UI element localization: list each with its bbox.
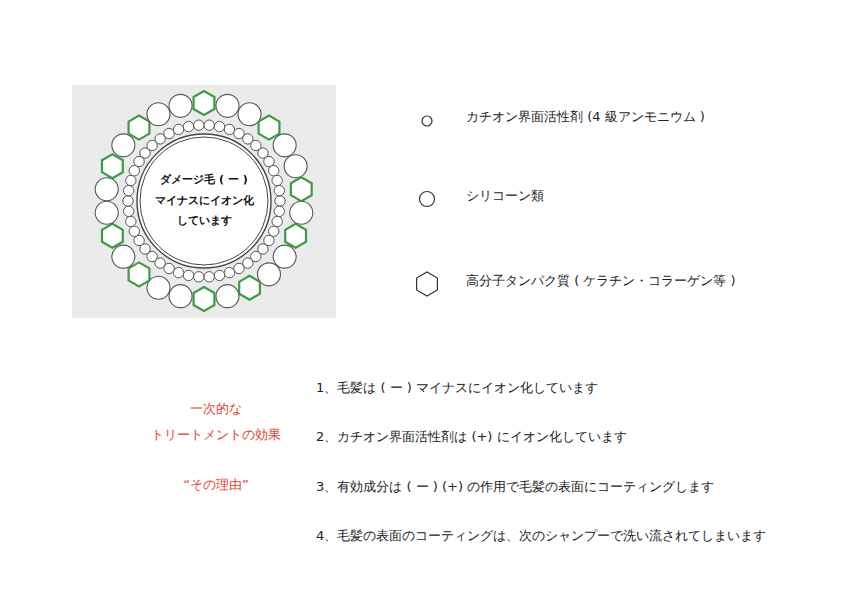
section-heading: 一次的な トリートメントの効果 [131, 396, 301, 448]
coating-ring [95, 91, 313, 311]
cation-dot [214, 121, 224, 131]
cation-dot [194, 272, 204, 282]
protein-hexagon [102, 224, 123, 248]
cation-dot [183, 121, 193, 131]
silicone-circle [147, 103, 170, 126]
cation-dot [123, 196, 133, 206]
cation-dot [214, 270, 224, 280]
reason-item: 1、毛髪は ( ー ) マイナスにイオン化しています [316, 380, 598, 396]
protein-hexagon [194, 91, 215, 115]
cation-dot [224, 267, 234, 277]
silicone-circle [95, 178, 118, 201]
protein-hexagon [194, 287, 215, 311]
node-text: ダメージ毛 ( ー ) マイナスにイオン化 しています [152, 170, 256, 233]
legend-sample-small-circle [422, 116, 432, 126]
cation-dot [204, 272, 214, 282]
silicone-circle [95, 201, 118, 224]
cation-dot [204, 120, 214, 130]
cation-dot [275, 196, 285, 206]
cation-dot [173, 124, 183, 134]
protein-hexagon [259, 116, 280, 140]
hair-circle: ダメージ毛 ( ー ) マイナスにイオン化 しています [136, 133, 272, 269]
cation-dot [124, 185, 134, 195]
cation-dot [269, 166, 279, 176]
cation-dot [129, 226, 139, 236]
cation-dot [224, 124, 234, 134]
reason-item: 2、カチオン界面活性剤は (+) にイオン化しています [316, 429, 627, 445]
silicone-circle [169, 94, 192, 117]
silicone-circle [169, 285, 192, 308]
silicone-circle [216, 94, 239, 117]
legend-sample-circle [420, 192, 435, 207]
cation-dot [272, 175, 282, 185]
silicone-circle [112, 245, 135, 268]
legend-text: シリコーン類 [466, 188, 544, 204]
cation-dot [234, 263, 244, 273]
cation-dot [173, 267, 183, 277]
legend-sample-hexagon [417, 272, 438, 296]
protein-hexagon [285, 224, 306, 248]
legend-text: 高分子タンパク質 ( ケラチン・コラーゲン等 ) [466, 273, 736, 289]
cation-dot [274, 185, 284, 195]
silicone-circle [290, 201, 313, 224]
silicone-circle [216, 285, 239, 308]
silicone-circle [112, 134, 135, 157]
cation-dot [164, 128, 174, 138]
cation-dot [274, 206, 284, 216]
protein-hexagon [291, 177, 312, 201]
section-subheading: “その理由” [131, 472, 301, 498]
legend-text: カチオン界面活性剤 (4 級アンモニウム ) [466, 109, 705, 125]
protein-hexagon [239, 276, 260, 300]
protein-hexagon [102, 154, 123, 178]
cation-dot [126, 216, 136, 226]
cation-dot [194, 120, 204, 130]
reason-item: 4、毛髪の表面のコーティングは、次のシャンプーで洗い流されてしまいます [316, 528, 766, 544]
silicone-circle [284, 155, 307, 178]
cation-dot [124, 206, 134, 216]
reason-item: 3、有効成分は ( ー ) (+) の作用で毛髪の表面にコーティングします [316, 479, 714, 495]
protein-hexagon [129, 262, 150, 286]
cation-dot [272, 216, 282, 226]
silicone-circle [273, 134, 296, 157]
cation-dot [183, 270, 193, 280]
silicone-circle [273, 245, 296, 268]
photo-ground [72, 85, 336, 318]
protein-hexagon [129, 116, 150, 140]
cation-dot [126, 175, 136, 185]
